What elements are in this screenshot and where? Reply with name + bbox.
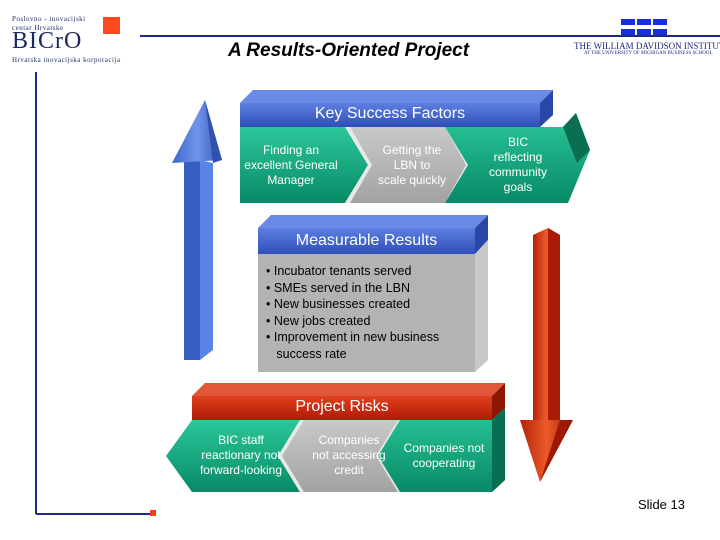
key-success-chevrons [240, 113, 590, 203]
project-risks-item-2-line3: credit [334, 463, 364, 477]
project-risks-item-2-line2: not accessing [312, 448, 386, 462]
list-item: • Improvement in new business [266, 330, 440, 344]
key-success-header-bar [240, 90, 553, 127]
project-risks-header-bar [192, 383, 505, 420]
list-item: • New businesses created [266, 297, 411, 311]
project-risks-item-2-line1: Companies [318, 433, 380, 447]
project-risks-item-1-line1: BIC staff [218, 433, 264, 447]
measurable-results-list: • Incubator tenants served • SMEs served… [266, 263, 471, 362]
list-item: success rate [266, 346, 347, 361]
logo-org-line2: centar Hrvatske [12, 24, 64, 32]
logo-orange-square [103, 17, 120, 34]
key-success-header: Key Success Factors [314, 105, 466, 122]
project-risks-item-3-line1: Companies not [403, 441, 485, 455]
project-risks-item-1-line2: reactionary not [201, 448, 281, 462]
key-success-item-3-line4: goals [503, 180, 533, 194]
up-arrow-icon [172, 100, 222, 360]
corner-square-bottom [150, 510, 156, 516]
key-success-item-3-line3: community [488, 165, 547, 179]
project-risks-item-2: Companies not accessing credit [300, 433, 398, 478]
logo-org-line1: Poslovno - inovacijski [12, 15, 86, 23]
project-risks-header: Project Risks [295, 398, 389, 415]
measurable-results-header: Measurable Results [295, 232, 438, 249]
project-risks-item-3: Companies not cooperating [396, 441, 492, 471]
key-success-item-1-line3: Manager [267, 173, 315, 187]
slide-title: A Results-Oriented Project [228, 40, 470, 61]
key-success-item-1: Finding an excellent General Manager [236, 143, 346, 188]
slide-number: Slide 13 [638, 497, 685, 512]
key-success-item-1-line1: Finding an [262, 143, 320, 157]
project-risks-item-1: BIC staff reactionary not forward-lookin… [186, 433, 296, 478]
institute-name: THE WILLIAM DAVIDSON INSTITUTE [574, 41, 720, 51]
key-success-item-1-line2: excellent General [244, 158, 338, 172]
project-risks-item-3-line2: cooperating [412, 456, 476, 470]
wdi-logo-icon [621, 19, 667, 35]
list-item: • New jobs created [266, 313, 371, 328]
key-success-item-3-line1: BIC [507, 135, 528, 149]
logo-name: BICrO [12, 28, 83, 54]
project-risks-item-1-line3: forward-looking [199, 463, 283, 477]
key-success-item-3-line2: reflecting [493, 150, 543, 164]
key-success-item-2-line3: scale quickly [377, 173, 447, 187]
key-success-item-2-line1: Getting the [382, 143, 442, 157]
list-item: • SMEs served in the LBN [266, 280, 411, 295]
project-risks-chevrons [166, 408, 505, 492]
list-item: • Incubator tenants served [266, 264, 412, 278]
measurable-results-panel [258, 215, 488, 372]
key-success-item-2: Getting the LBN to scale quickly [362, 143, 462, 188]
logo-org-line3: Hrvatska inovacijska korporacija [12, 56, 121, 64]
key-success-item-2-line2: LBN to [393, 158, 431, 172]
institute-sub: AT THE UNIVERSITY OF MICHIGAN BUSINESS S… [584, 51, 713, 56]
down-arrow-icon [520, 228, 573, 482]
key-success-item-3: BIC reflecting community goals [478, 135, 558, 195]
